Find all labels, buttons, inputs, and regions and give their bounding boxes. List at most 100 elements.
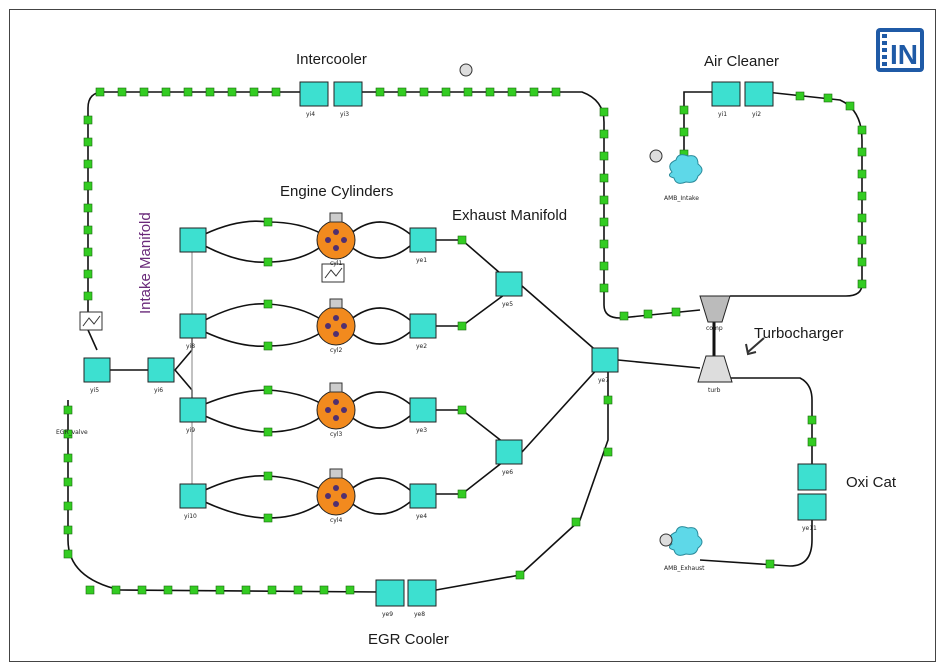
pipe-segment[interactable] <box>83 181 93 191</box>
pipe-segment[interactable] <box>215 585 225 595</box>
pipe-segment[interactable] <box>857 191 867 201</box>
pipe-segment[interactable] <box>857 125 867 135</box>
pipe-segment[interactable] <box>679 127 689 137</box>
pipe-segment[interactable] <box>397 87 407 97</box>
node-yi9[interactable] <box>179 397 207 423</box>
pipe-segment[interactable] <box>85 585 95 595</box>
node-yi10[interactable] <box>179 483 207 509</box>
node-intercooler-out[interactable] <box>333 81 363 107</box>
node-yi7[interactable] <box>179 227 207 253</box>
pipe-segment[interactable] <box>599 217 609 227</box>
pipe-segment[interactable] <box>263 513 273 523</box>
pipe-segment[interactable] <box>83 115 93 125</box>
pipe-segment[interactable] <box>507 87 517 97</box>
node-aircleaner-out[interactable] <box>744 81 774 107</box>
pipe-segment[interactable] <box>599 261 609 271</box>
pipe-segment[interactable] <box>857 279 867 289</box>
pipe-segment[interactable] <box>83 247 93 257</box>
node-oxicat-a[interactable] <box>797 463 827 491</box>
pipe-segment[interactable] <box>63 501 73 511</box>
pipe-segment[interactable] <box>515 570 525 580</box>
pipe-segment[interactable] <box>807 415 817 425</box>
pipe-segment[interactable] <box>599 239 609 249</box>
cylinder-4[interactable] <box>316 468 356 516</box>
pipe-segment[interactable] <box>271 87 281 97</box>
pipe-segment[interactable] <box>111 585 121 595</box>
pipe-segment[interactable] <box>83 269 93 279</box>
node-ye1[interactable] <box>409 227 437 253</box>
pipe-segment[interactable] <box>823 93 833 103</box>
pipe-segment[interactable] <box>63 453 73 463</box>
pipe-segment[interactable] <box>183 87 193 97</box>
pipe-segment[interactable] <box>679 105 689 115</box>
pipe-segment[interactable] <box>599 195 609 205</box>
pipe-segment[interactable] <box>163 585 173 595</box>
pipe-segment[interactable] <box>63 549 73 559</box>
pipe-segment[interactable] <box>419 87 429 97</box>
pipe-segment[interactable] <box>599 173 609 183</box>
pipe-segment[interactable] <box>83 137 93 147</box>
node-ye6[interactable] <box>495 439 523 465</box>
node-yi8[interactable] <box>179 313 207 339</box>
turbine-icon[interactable] <box>697 355 733 383</box>
pipe-segment[interactable] <box>457 405 467 415</box>
cylinder-2[interactable] <box>316 298 356 346</box>
pipe-segment[interactable] <box>137 585 147 595</box>
pipe-segment[interactable] <box>83 291 93 301</box>
pipe-segment[interactable] <box>263 385 273 395</box>
pipe-segment[interactable] <box>263 299 273 309</box>
pipe-segment[interactable] <box>345 585 355 595</box>
pipe-segment[interactable] <box>463 87 473 97</box>
node-ye2[interactable] <box>409 313 437 339</box>
pipe-segment[interactable] <box>63 429 73 439</box>
pipe-segment[interactable] <box>599 129 609 139</box>
pipe-segment[interactable] <box>457 321 467 331</box>
pipe-segment[interactable] <box>807 437 817 447</box>
ambient-exhaust[interactable] <box>668 526 703 556</box>
pipe-segment[interactable] <box>485 87 495 97</box>
pipe-segment[interactable] <box>263 341 273 351</box>
pipe-segment[interactable] <box>671 307 681 317</box>
pipe-segment[interactable] <box>263 427 273 437</box>
pipe-segment[interactable] <box>227 87 237 97</box>
pipe-segment[interactable] <box>161 87 171 97</box>
pipe-segment[interactable] <box>857 257 867 267</box>
pipe-segment[interactable] <box>63 525 73 535</box>
pipe-segment[interactable] <box>599 151 609 161</box>
ambient-intake[interactable] <box>668 154 703 184</box>
pipe-segment[interactable] <box>83 203 93 213</box>
pipe-segment[interactable] <box>263 471 273 481</box>
pipe-segment[interactable] <box>643 309 653 319</box>
pipe-segment[interactable] <box>599 107 609 117</box>
pipe-segment[interactable] <box>857 235 867 245</box>
pipe-segment[interactable] <box>293 585 303 595</box>
pipe-segment[interactable] <box>529 87 539 97</box>
node-ye7[interactable] <box>591 347 619 373</box>
pipe-segment[interactable] <box>83 159 93 169</box>
pipe-segment[interactable] <box>263 217 273 227</box>
pipe-segment[interactable] <box>603 395 613 405</box>
node-yi5[interactable] <box>83 357 111 383</box>
pipe-segment[interactable] <box>571 517 581 527</box>
pipe-segment[interactable] <box>249 87 259 97</box>
pipe-segment[interactable] <box>857 147 867 157</box>
pipe-segment[interactable] <box>375 87 385 97</box>
node-ye4[interactable] <box>409 483 437 509</box>
node-aircleaner-in[interactable] <box>711 81 741 107</box>
pipe-segment[interactable] <box>795 91 805 101</box>
pipe-segment[interactable] <box>267 585 277 595</box>
cylinder-3[interactable] <box>316 382 356 430</box>
pipe-segment[interactable] <box>619 311 629 321</box>
node-egr-cooler-b[interactable] <box>407 579 437 607</box>
node-ye3[interactable] <box>409 397 437 423</box>
pipe-segment[interactable] <box>857 213 867 223</box>
pipe-segment[interactable] <box>603 447 613 457</box>
pipe-segment[interactable] <box>599 283 609 293</box>
pipe-segment[interactable] <box>117 87 127 97</box>
pipe-segment[interactable] <box>95 87 105 97</box>
pipe-segment[interactable] <box>139 87 149 97</box>
pipe-segment[interactable] <box>441 87 451 97</box>
pipe-segment[interactable] <box>845 101 855 111</box>
pipe-segment[interactable] <box>765 559 775 569</box>
pipe-segment[interactable] <box>457 489 467 499</box>
